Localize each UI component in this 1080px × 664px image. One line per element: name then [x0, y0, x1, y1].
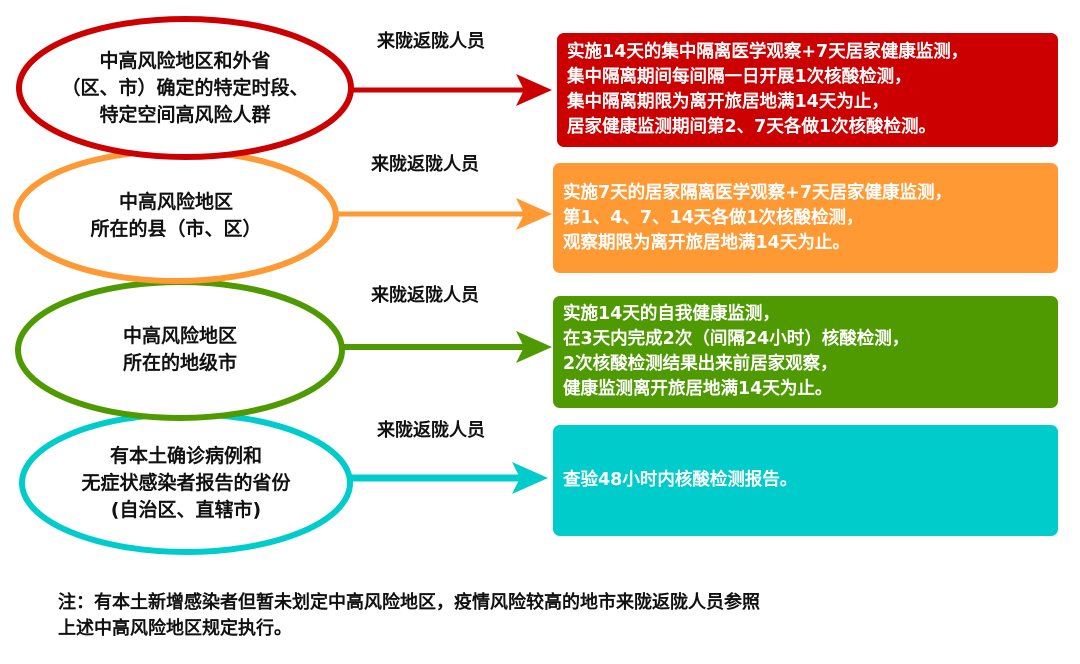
category-label-3: 中高风险地区 所在的地级市	[122, 325, 237, 374]
row-3-shapes	[15, 279, 552, 421]
arrow-head-1	[516, 74, 552, 106]
category-label-2: 中高风险地区 所在的县（市、区）	[90, 191, 262, 240]
category-label-1: 中高风险地区和外省 （区、市）确定的特定时段、 特定空间高风险人群	[61, 49, 309, 126]
measure-text-4: 查验48小时内核酸检测报告。	[563, 470, 798, 490]
flow-label-2: 来陇返陇人员	[371, 154, 479, 175]
flow-label-3: 来陇返陇人员	[371, 285, 479, 306]
flow-label-4: 来陇返陇人员	[377, 420, 485, 441]
measure-text-3: 实施14天的自我健康监测， 在3天内完成2次（间隔24小时）核酸检测， 2次核酸…	[563, 304, 910, 399]
measure-text-2: 实施7天的居家隔离医学观察+7天居家健康监测， 第1、4、7、14天各做1次核酸…	[563, 182, 953, 253]
flow-label-1: 来陇返陇人员	[377, 31, 485, 52]
footnote: 注：有本土新增感染者但暂未划定中高风险地区，疫情风险较高的地市来陇返陇人员参照 …	[58, 592, 760, 639]
row-1-shapes	[16, 16, 552, 160]
measure-box-2: 实施7天的居家隔离医学观察+7天居家健康监测， 第1、4、7、14天各做1次核酸…	[553, 163, 1058, 273]
arrow-head-4	[512, 462, 548, 494]
arrow-head-2	[516, 198, 552, 230]
category-label-4: 有本土确诊病例和 无症状感染者报告的省份 (自治区、直辖市)	[81, 444, 291, 521]
arrow-head-3	[516, 331, 552, 363]
measure-text-1: 实施14天的集中隔离医学观察+7天居家健康监测， 集中隔离期间每间隔一日开展1次…	[567, 42, 969, 137]
measure-box-4: 查验48小时内核酸检测报告。	[553, 425, 1058, 536]
measure-box-1: 实施14天的集中隔离医学观察+7天居家健康监测， 集中隔离期间每间隔一日开展1次…	[557, 33, 1058, 147]
measure-box-3: 实施14天的自我健康监测， 在3天内完成2次（间隔24小时）核酸检测， 2次核酸…	[553, 296, 1058, 408]
